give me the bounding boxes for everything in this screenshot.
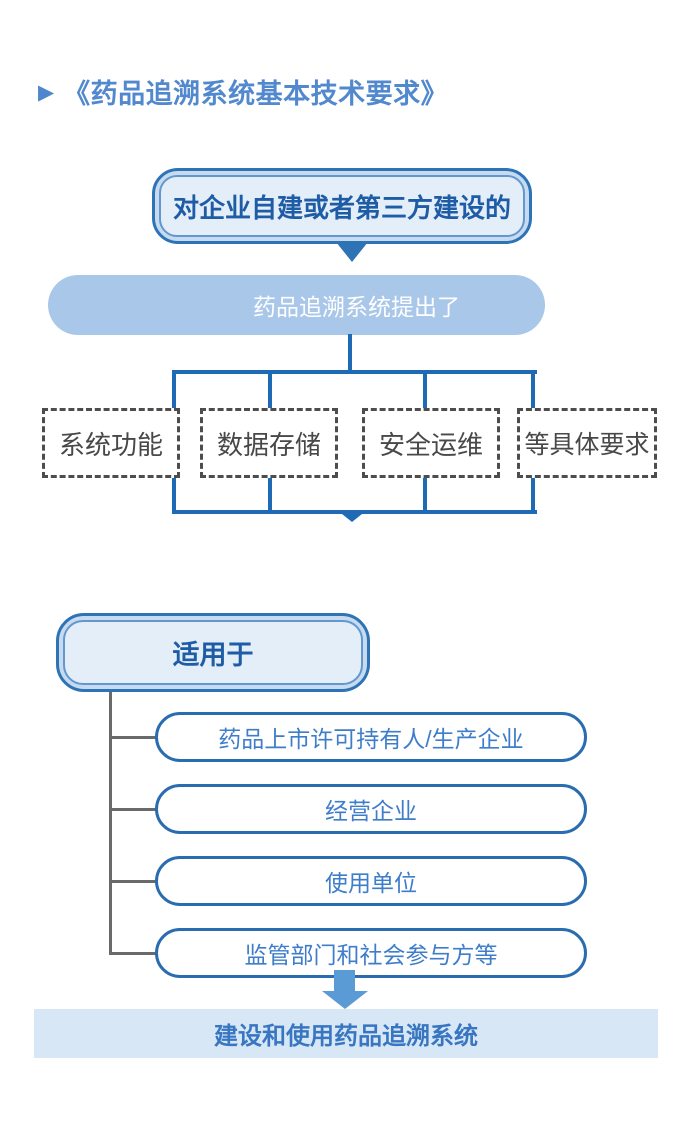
node-builder-box: 对企业自建或者第三方建设的 (152, 168, 532, 244)
party-pill-mah-manufacturer: 药品上市许可持有人/生产企业 (155, 712, 587, 762)
node-applicable-label: 适用于 (63, 620, 363, 685)
party-pill-distributor: 经营企业 (155, 784, 587, 834)
party-pill-regulator-society: 监管部门和社会参与方等 (155, 928, 587, 978)
connector-drop-line-4 (531, 372, 535, 410)
requirement-box-data-storage: 数据存储 (200, 408, 338, 478)
requirement-box-other-specific: 等具体要求 (517, 408, 657, 478)
connector-branch-top-line (172, 370, 537, 374)
requirement-box-security-ops: 安全运维 (362, 408, 500, 478)
bracket-apex-icon (342, 514, 362, 522)
requirement-label: 安全运维 (378, 429, 483, 460)
party-label: 经营企业 (325, 798, 417, 824)
requirement-box-system-function: 系统功能 (42, 408, 180, 478)
result-banner: 建设和使用药品追溯系统 (34, 1009, 658, 1058)
connector-drop-line-1 (172, 372, 176, 410)
title-bullet-icon: ▶ (38, 81, 55, 104)
node-subject-pill: 药品追溯系统提出了 (48, 275, 545, 335)
requirement-label: 系统功能 (58, 429, 163, 460)
party-label: 监管部门和社会参与方等 (244, 942, 498, 968)
thick-down-arrow-icon (334, 970, 355, 992)
section-title: ▶ 《药品追溯系统基本技术要求》 (38, 72, 448, 111)
connector-drop-line-3 (423, 372, 427, 410)
connector-riser-line-3 (423, 476, 427, 514)
connector-riser-line-4 (531, 476, 535, 514)
tree-branch-line-3 (109, 880, 156, 883)
node-applicable-box: 适用于 (56, 613, 370, 692)
result-banner-label: 建设和使用药品追溯系统 (214, 1023, 478, 1050)
requirement-label: 等具体要求 (524, 431, 650, 459)
page-title: 《药品追溯系统基本技术要求》 (63, 79, 449, 109)
party-label: 药品上市许可持有人/生产企业 (218, 726, 524, 752)
tree-trunk-line (109, 692, 112, 955)
node-subject-label: 药品追溯系统提出了 (253, 294, 460, 320)
node-builder-label: 对企业自建或者第三方建设的 (159, 175, 525, 237)
connector-drop-line-2 (268, 372, 272, 410)
connector-riser-line-1 (172, 476, 176, 514)
tree-branch-line-1 (109, 736, 156, 739)
tree-branch-line-4 (109, 952, 156, 955)
connector-branch-bottom-line (172, 510, 537, 514)
arrow-down-icon (336, 242, 368, 262)
connector-vertical-line (348, 334, 352, 372)
thick-down-arrowhead-icon (322, 991, 368, 1009)
party-pill-user-unit: 使用单位 (155, 856, 587, 906)
tree-branch-line-2 (109, 808, 156, 811)
party-label: 使用单位 (325, 870, 417, 896)
requirement-label: 数据存储 (216, 429, 321, 460)
connector-riser-line-2 (268, 476, 272, 514)
